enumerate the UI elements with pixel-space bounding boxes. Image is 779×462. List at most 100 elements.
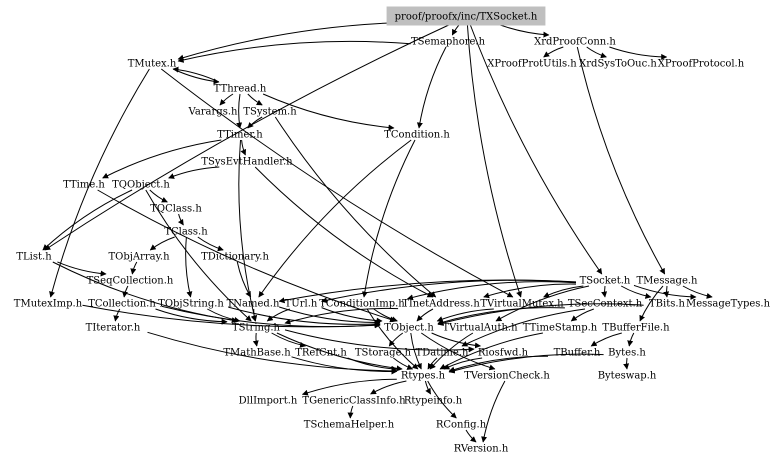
edge-tobjstring-to-tobject	[228, 306, 381, 328]
node-label: TObjString.h	[158, 299, 224, 310]
node-label: XrdSysToOuc.h	[579, 59, 657, 70]
edge-tinetaddress-to-tstring	[284, 307, 399, 325]
node-label: TSystem.h	[243, 107, 297, 118]
graph-node-tobjstring: TObjString.h	[158, 299, 224, 310]
graph-node-tlist: TList.h	[16, 252, 52, 263]
graph-node-xrdproofconn: XrdProofConn.h	[534, 37, 616, 48]
node-label: TTime.h	[63, 180, 105, 191]
edge-tstorage-to-rtypes	[393, 357, 414, 370]
edge-tobject-to-rtypes	[410, 332, 422, 370]
graph-node-riosfwd: Riosfwd.h	[478, 348, 529, 359]
node-label: Riosfwd.h	[478, 348, 529, 359]
node-label: TDictionary.h	[201, 252, 269, 263]
graph-node-tclass: TClass.h	[164, 227, 208, 238]
node-label: TSemaphore.h	[411, 37, 486, 48]
edge-tmutex-to-tmuteximp	[49, 68, 150, 298]
graph-node-xproofprotocol: XProofProtocol.h	[658, 59, 745, 70]
edge-bytes-to-rtypes	[448, 353, 604, 374]
graph-node-rconfig: RConfig.h	[436, 420, 487, 431]
graph-node-messagetypes: MessageTypes.h	[686, 299, 771, 310]
node-label: TBits.h	[649, 299, 686, 310]
edge-ttimestamp-to-rtypes	[439, 332, 543, 370]
edge-tstring-to-tmathbase	[252, 332, 259, 347]
node-label: TSeqCollection.h	[87, 276, 174, 287]
edge-tseccontext-to-tobject	[437, 307, 565, 325]
node-layer: proof/proofx/inc/TXSocket.hXrdProofConn.…	[14, 6, 771, 455]
graph-node-turl: TUrl.h	[285, 299, 318, 310]
node-label: TString.h	[232, 323, 281, 334]
edge-tlist-to-tseqcollection	[57, 261, 107, 277]
edge-tobjarray-to-tseqcollection	[130, 261, 138, 275]
node-label: Rtypeinfo.h	[404, 396, 463, 407]
edge-xrdproofconn-to-tmessage	[576, 46, 666, 275]
node-label: TVirtualAuth.h	[442, 323, 518, 334]
node-label: TQClass.h	[150, 204, 202, 215]
edge-xrdproofconn-to-xproofprotocol	[609, 46, 668, 60]
edge-tsocket-to-tvirtualmutex	[543, 285, 584, 298]
edge-ttimer-to-tstring	[238, 139, 258, 322]
edge-tstring-to-riosfwd	[284, 329, 475, 353]
edge-tdictionary-to-tnamed	[236, 261, 252, 298]
graph-node-bytes: Bytes.h	[608, 348, 646, 359]
node-label: TBuffer.h	[554, 348, 601, 359]
graph-node-tmessage: TMessage.h	[637, 276, 699, 287]
node-label: Bytes.h	[608, 348, 646, 359]
node-label: TConditionImp.h	[319, 299, 405, 310]
edge-tclass-to-tdictionary	[197, 236, 224, 252]
node-label: TNamed.h	[227, 299, 280, 310]
node-label: TList.h	[16, 252, 52, 263]
graph-node-tqclass: TQClass.h	[150, 204, 202, 215]
graph-node-tmutex: TMutex.h	[128, 59, 177, 70]
edge-tmutex-to-tvirtualmutex	[160, 68, 514, 298]
graph-node-tstring: TString.h	[232, 323, 281, 334]
edge-rtypes-to-rconfig	[427, 380, 457, 419]
edge-tthread-to-tsystem	[247, 93, 263, 106]
node-label: TBufferFile.h	[602, 323, 670, 334]
graph-node-tschemahelper: TSchemaHelper.h	[304, 420, 395, 431]
graph-node-tversioncheck: TVersionCheck.h	[464, 371, 550, 382]
graph-node-tvirtualmutex: TVirtualMutex.h	[480, 299, 564, 310]
edge-tmathbase-to-rtypes	[291, 356, 398, 375]
node-label: TObjArray.h	[108, 252, 170, 263]
node-label: TMathBase.h	[223, 348, 291, 359]
edge-tobject-to-riosfwd	[431, 332, 481, 349]
edge-tthread-to-tcondition	[262, 93, 395, 131]
node-label: TTimer.h	[217, 130, 263, 141]
graph-node-dllimport: DllImport.h	[239, 396, 298, 407]
graph-node-tseqcollection: TSeqCollection.h	[87, 276, 174, 287]
edge-tgenericclassinfo-to-tschemahelper	[347, 405, 354, 419]
node-label: Rtypes.h	[401, 371, 446, 382]
graph-node-ttimestamp: TTimeStamp.h	[523, 323, 598, 334]
graph-node-tbufferfile: TBufferFile.h	[602, 323, 670, 334]
edge-tcollection-to-tstring	[155, 308, 228, 325]
node-label: TInetAddress.h	[402, 299, 480, 310]
edge-tsystem-to-tinetaddress	[274, 116, 437, 298]
edge-tconditionimp-to-tobject	[373, 308, 398, 323]
edge-tseqcollection-to-tcollection	[122, 285, 129, 298]
node-label: TCondition.h	[384, 130, 450, 141]
edge-tqobject-to-tstring	[145, 189, 252, 322]
graph-node-tcollection: TCollection.h	[88, 299, 156, 310]
node-label: XProofProtocol.h	[658, 59, 745, 70]
edge-tclass-to-tobjarray	[149, 236, 175, 251]
node-label: XProofProtUtils.h	[487, 59, 577, 70]
graph-node-tdatime: TDatime.h	[416, 348, 469, 359]
edge-tqobject-to-tqclass	[149, 189, 168, 203]
edge-tsocket-to-turl	[321, 279, 577, 304]
graph-node-varargs: Varargs.h	[188, 107, 239, 118]
graph-node-tseccontext: TSecContext.h	[568, 299, 643, 310]
edge-tseccontext-to-tdatime	[461, 308, 586, 347]
edge-rtypes-to-tgenericclassinfo	[370, 380, 407, 395]
graph-node-tgenericclassinfo: TGenericClassInfo.h	[302, 396, 406, 407]
graph-node-tobject: TObject.h	[384, 323, 434, 334]
node-label: TGenericClassInfo.h	[302, 396, 406, 407]
graph-node-tqobject: TQObject.h	[112, 180, 170, 191]
graph-node-tinetaddress: TInetAddress.h	[402, 299, 480, 310]
node-label: TStorage.h	[355, 348, 412, 359]
graph-node-byteswap: Byteswap.h	[598, 371, 657, 382]
edge-ttimer-to-tsysevthandler	[240, 139, 247, 156]
edge-xrdproofconn-to-xproofprotutils	[543, 46, 564, 58]
graph-node-tnamed: TNamed.h	[227, 299, 280, 310]
edge-tsysevthandler-to-tqobject	[168, 166, 220, 179]
edge-tbufferfile-to-bytes	[627, 332, 635, 347]
